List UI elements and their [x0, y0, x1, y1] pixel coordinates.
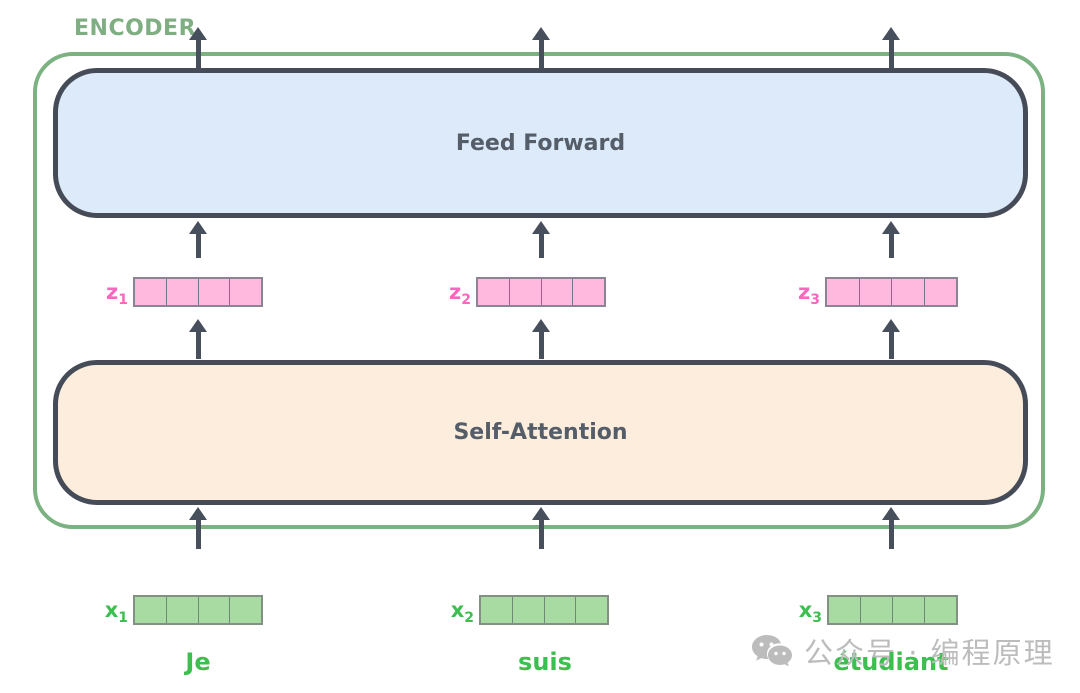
feed-forward-label: Feed Forward	[455, 130, 626, 156]
feed-forward-block: Feed Forward	[53, 68, 1028, 218]
vector-cell	[513, 597, 545, 623]
self-attention-label: Self-Attention	[453, 420, 628, 445]
z1-vector	[133, 277, 263, 307]
vector-cell	[167, 279, 199, 305]
vector-cell	[925, 597, 956, 623]
x1-vector	[133, 595, 263, 625]
z2-label: z2	[449, 280, 471, 309]
vector-cell	[478, 279, 510, 305]
vector-cell	[892, 279, 925, 305]
input-word-suis: suis	[518, 648, 572, 676]
vector-cell	[167, 597, 199, 623]
up-arrow-icon	[532, 507, 550, 549]
vector-cell	[925, 279, 957, 305]
self-attention-block: Self-Attention	[53, 360, 1028, 505]
vector-cell	[827, 279, 860, 305]
vector-cell	[199, 279, 231, 305]
vector-cell	[510, 279, 542, 305]
up-arrow-icon	[882, 507, 900, 549]
up-arrow-icon	[532, 221, 550, 258]
up-arrow-icon	[189, 221, 207, 258]
up-arrow-icon	[882, 221, 900, 258]
z2-vector	[476, 277, 606, 307]
vector-cell	[199, 597, 231, 623]
vector-cell	[135, 279, 167, 305]
watermark: 公众号 · 编程原理	[750, 630, 1055, 672]
watermark-text: 公众号 · 编程原理	[804, 636, 1055, 670]
vector-cell	[481, 597, 513, 623]
x2-label: x2	[450, 598, 474, 627]
vector-cell	[230, 279, 261, 305]
up-arrow-icon	[532, 319, 550, 359]
z3-label: z3	[798, 280, 820, 309]
wechat-icon	[750, 631, 794, 671]
x2-vector	[479, 595, 609, 625]
vector-cell	[861, 597, 893, 623]
x3-vector	[827, 595, 958, 625]
up-arrow-icon	[882, 27, 900, 69]
vector-cell	[230, 597, 261, 623]
encoder-label: ENCODER	[74, 16, 197, 41]
z1-label: z1	[106, 280, 128, 309]
input-word-etudiant: étudiant	[833, 648, 949, 676]
vector-cell	[576, 597, 607, 623]
vector-cell	[829, 597, 861, 623]
x1-label: x1	[104, 598, 128, 627]
up-arrow-icon	[882, 319, 900, 359]
z3-vector	[825, 277, 958, 307]
vector-cell	[893, 597, 925, 623]
vector-cell	[545, 597, 577, 623]
up-arrow-icon	[189, 27, 207, 69]
vector-cell	[542, 279, 574, 305]
vector-cell	[573, 279, 604, 305]
up-arrow-icon	[189, 507, 207, 549]
vector-cell	[860, 279, 892, 305]
input-word-je: Je	[185, 648, 211, 676]
up-arrow-icon	[532, 27, 550, 69]
up-arrow-icon	[189, 319, 207, 359]
vector-cell	[135, 597, 167, 623]
x3-label: x3	[798, 598, 822, 627]
